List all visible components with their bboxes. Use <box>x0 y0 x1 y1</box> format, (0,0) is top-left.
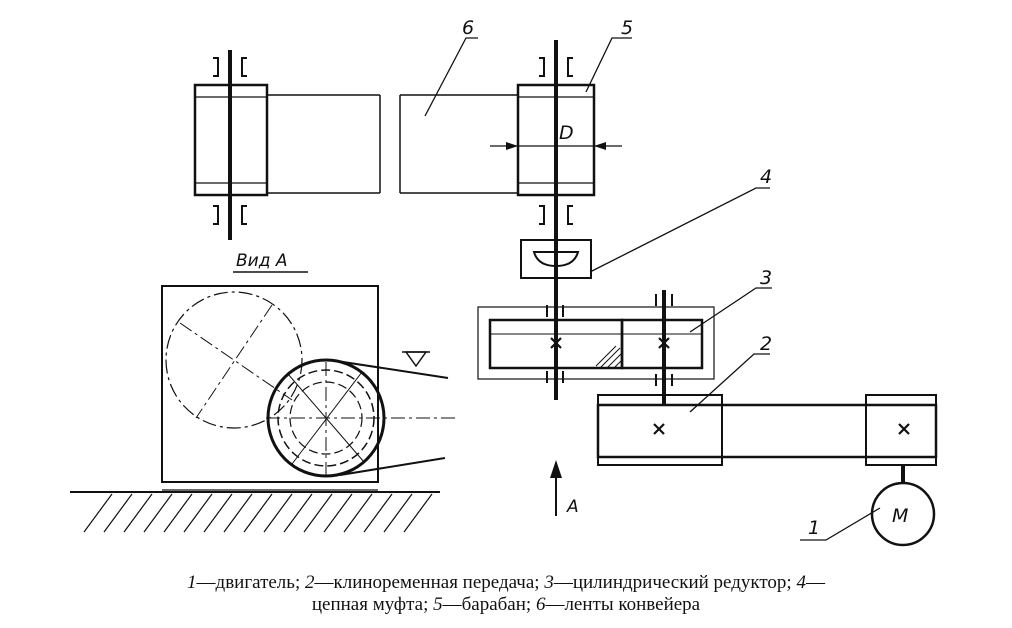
label-coupling: 4 <box>760 166 772 188</box>
diameter-dimension <box>490 142 622 150</box>
legend-text-3: цилиндрический редуктор; <box>572 572 792 593</box>
drive-drum <box>516 40 596 400</box>
motor-symbol: M <box>892 505 908 527</box>
legend-text-1: двигатель; <box>215 572 301 593</box>
legend-text-2: клиноременная передача; <box>333 572 540 593</box>
view-a <box>70 271 458 533</box>
label-diameter: D <box>559 122 574 144</box>
label-motor: 1 <box>808 517 820 539</box>
legend-num-1: 1 <box>187 572 197 593</box>
motor <box>870 481 936 547</box>
view-a-arrow <box>550 460 562 516</box>
label-v-belt: 2 <box>760 333 772 355</box>
figure-caption: 1—двигатель; 2—клиноременная передача; 3… <box>0 572 1012 616</box>
view-title: Вид А <box>236 251 288 271</box>
view-arrow-label: A <box>566 497 579 517</box>
label-reducer: 3 <box>760 267 772 289</box>
legend-text-5: барабан; <box>461 594 532 615</box>
legend-num-3: 3 <box>544 572 554 593</box>
conveyor-belt <box>267 94 518 194</box>
legend-num-5: 5 <box>433 594 443 615</box>
coupling <box>520 239 592 279</box>
legend-num-4: 4 <box>796 572 806 593</box>
legend-text-4: цепная муфта; <box>311 594 429 615</box>
legend-text-6: ленты конвейера <box>564 594 701 615</box>
v-belt-drive <box>596 394 938 483</box>
reducer <box>477 290 715 398</box>
schematic-svg: 6 5 D 4 3 2 1 M Вид А A <box>70 17 938 547</box>
legend-num-6: 6 <box>535 594 546 615</box>
leader-lines <box>424 37 881 541</box>
caption-line-1: 1—двигатель; 2—клиноременная передача; 3… <box>187 572 825 593</box>
label-belt: 6 <box>462 17 474 39</box>
caption-line-2: цепная муфта; 5—барабан; 6—ленты конвейе… <box>311 594 701 615</box>
legend-num-2: 2 <box>304 572 315 593</box>
label-drum: 5 <box>621 17 633 39</box>
left-drum <box>193 50 269 240</box>
